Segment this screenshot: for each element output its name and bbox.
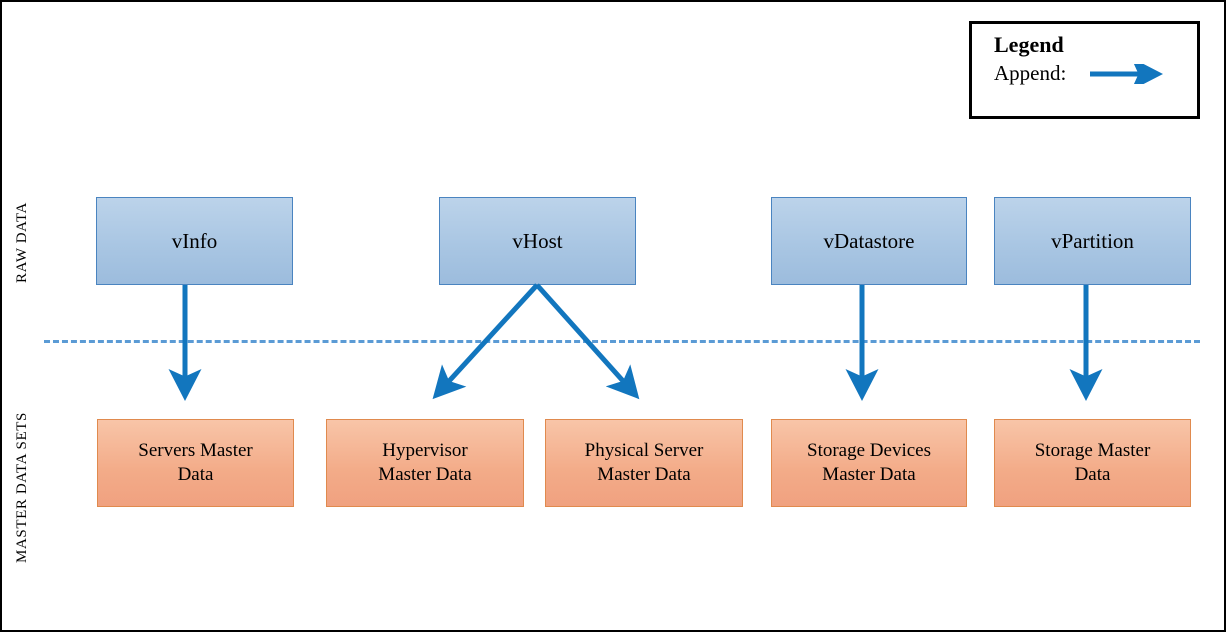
band-label-master-data-sets-text: MASTER DATA SETS [13,411,30,563]
node-servers-master-data-label: Servers Master Data [138,439,253,488]
node-vpartition[interactable]: vPartition [994,197,1191,285]
node-vinfo[interactable]: vInfo [96,197,293,285]
node-hypervisor-master-data-line2: Master Data [378,464,472,485]
node-storage-devices-master-data-line1: Storage Devices [807,439,931,461]
edge-vhost-to-physical-server-master-data [535,283,640,400]
node-servers-master-data[interactable]: Servers Master Data [97,419,294,507]
legend-entry-append-label: Append: [994,61,1067,86]
node-physical-server-master-data-line1: Physical Server [584,439,704,461]
node-storage-devices-master-data-label: Storage Devices Master Data [807,439,931,488]
node-storage-master-data[interactable]: Storage Master Data [994,419,1191,507]
band-divider-dashed-line [44,340,1200,343]
node-servers-master-data-line2: Data [177,464,214,485]
node-storage-devices-master-data-line2: Master Data [822,464,916,485]
node-hypervisor-master-data-label: Hypervisor Master Data [378,439,471,488]
node-physical-server-master-data-line2: Master Data [597,464,691,485]
node-storage-devices-master-data[interactable]: Storage Devices Master Data [771,419,967,507]
band-label-raw-data: RAW DATA [2,162,42,322]
legend-entry-append: Append: [994,61,1197,86]
band-label-master-data-sets: MASTER DATA SETS [2,372,42,602]
node-vdatastore-label: vDatastore [823,228,915,253]
node-physical-server-master-data[interactable]: Physical Server Master Data [545,419,743,507]
node-hypervisor-master-data-line1: Hypervisor [382,439,468,461]
node-storage-master-data-line2: Data [1074,464,1111,485]
band-label-raw-data-text: RAW DATA [13,201,30,283]
legend-title: Legend [994,32,1064,57]
node-vdatastore[interactable]: vDatastore [771,197,967,285]
legend-box: Legend Append: [969,21,1200,119]
node-servers-master-data-line1: Servers Master [138,439,253,461]
edge-vhost-to-hypervisor-master-data [432,283,539,400]
node-storage-master-data-line1: Storage Master [1034,439,1151,461]
node-vinfo-label: vInfo [171,228,218,253]
node-vhost[interactable]: vHost [439,197,636,285]
node-storage-master-data-label: Storage Master Data [1035,439,1151,488]
node-physical-server-master-data-label: Physical Server Master Data [585,439,704,488]
node-vhost-label: vHost [512,228,563,253]
arrow-right-icon [1090,63,1164,84]
node-hypervisor-master-data[interactable]: Hypervisor Master Data [326,419,524,507]
node-vpartition-label: vPartition [1051,228,1134,253]
